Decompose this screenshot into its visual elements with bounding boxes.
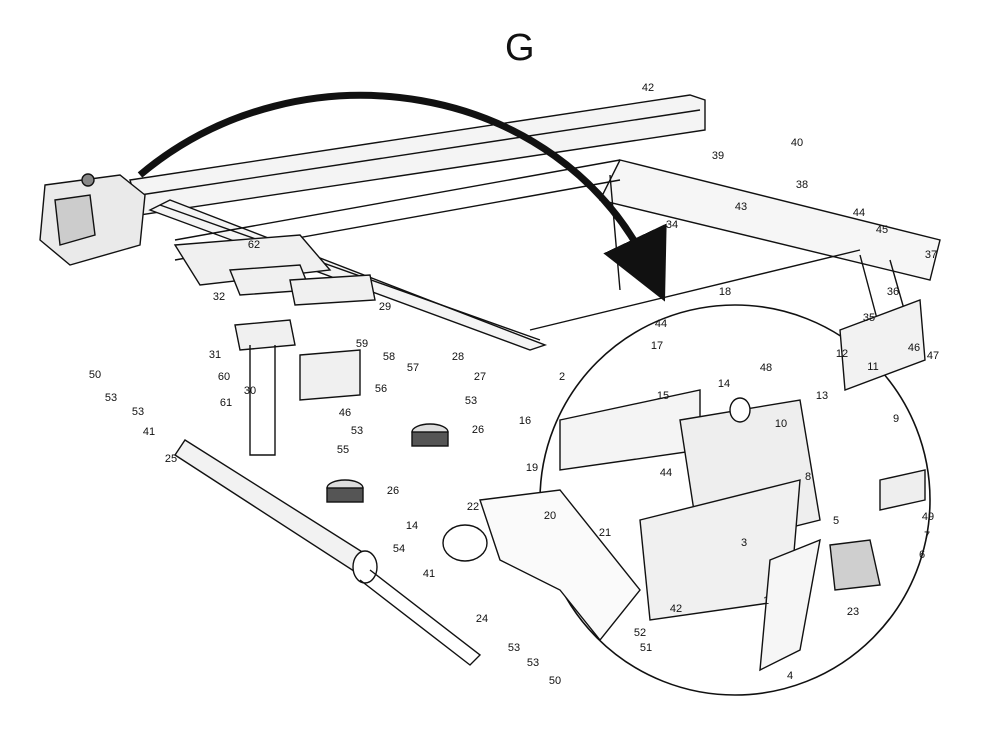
callout-48: 48 (759, 362, 773, 374)
callout-53-e: 53 (507, 642, 521, 654)
callout-29: 29 (378, 301, 392, 313)
callout-53-f: 53 (526, 657, 540, 669)
callout-30: 30 (243, 385, 257, 397)
callout-24: 24 (475, 613, 489, 625)
callout-5: 5 (832, 515, 840, 527)
callout-43: 43 (734, 201, 748, 213)
callout-31: 31 (208, 349, 222, 361)
callout-59: 59 (355, 338, 369, 350)
callout-25: 25 (164, 453, 178, 465)
callout-49: 49 (921, 511, 935, 523)
end-stop-block (39, 173, 146, 266)
callout-60: 60 (217, 371, 231, 383)
callout-42: 42 (641, 82, 655, 94)
callout-12: 12 (835, 348, 849, 360)
callout-9: 9 (892, 413, 900, 425)
callout-46: 46 (907, 342, 921, 354)
callout-50-upper: 50 (88, 369, 102, 381)
callout-4: 4 (786, 670, 794, 682)
callout-54: 54 (392, 543, 406, 555)
callout-37: 37 (924, 249, 938, 261)
callout-27: 27 (473, 371, 487, 383)
callout-56: 56 (374, 383, 388, 395)
callout-62: 62 (247, 239, 261, 251)
callout-57: 57 (406, 362, 420, 374)
callout-44-detail: 44 (654, 318, 668, 330)
callout-3: 3 (740, 537, 748, 549)
callout-22: 22 (466, 501, 480, 513)
callout-21: 21 (598, 527, 612, 539)
callout-44: 44 (852, 207, 866, 219)
callout-8: 8 (804, 471, 812, 483)
callout-41-upper: 41 (142, 426, 156, 438)
callout-34: 34 (665, 219, 679, 231)
callout-61: 61 (219, 397, 233, 409)
callout-55: 55 (336, 444, 350, 456)
callout-42-detail: 42 (669, 603, 683, 615)
roller-tube (174, 439, 482, 666)
callout-39: 39 (711, 150, 725, 162)
callout-15: 15 (656, 390, 670, 402)
callout-26-lower: 26 (386, 485, 400, 497)
callout-23: 23 (846, 606, 860, 618)
callout-50-lower: 50 (548, 675, 562, 687)
callout-53-d: 53 (350, 425, 364, 437)
transfer-arrow (137, 91, 667, 302)
callout-41-lower: 41 (422, 568, 436, 580)
callout-58: 58 (382, 351, 396, 363)
callout-10: 10 (774, 418, 788, 430)
callout-17: 17 (650, 340, 664, 352)
callout-35: 35 (862, 312, 876, 324)
callout-36: 36 (886, 286, 900, 298)
callout-53-c: 53 (464, 395, 478, 407)
callout-47: 47 (926, 350, 940, 362)
callout-14-detail: 14 (717, 378, 731, 390)
detail-view (442, 299, 931, 696)
callout-40: 40 (790, 137, 804, 149)
mounting-brackets (173, 234, 376, 456)
callout-13: 13 (815, 390, 829, 402)
callout-7: 7 (923, 530, 931, 542)
callout-53-b: 53 (131, 406, 145, 418)
callout-44-inner: 44 (659, 467, 673, 479)
callout-1: 1 (762, 595, 770, 607)
callout-14-left: 14 (405, 520, 419, 532)
callout-20: 20 (543, 510, 557, 522)
leveling-feet (326, 423, 449, 503)
callout-32: 32 (212, 291, 226, 303)
callout-6: 6 (918, 549, 926, 561)
callout-45: 45 (875, 224, 889, 236)
callout-46-lower: 46 (338, 407, 352, 419)
callout-52: 52 (633, 627, 647, 639)
callout-26-upper: 26 (471, 424, 485, 436)
callout-28: 28 (451, 351, 465, 363)
callout-11: 11 (867, 361, 879, 373)
callout-38: 38 (795, 179, 809, 191)
callout-18: 18 (718, 286, 732, 298)
diagram-title: G (505, 27, 535, 69)
sliding-rail (129, 94, 706, 351)
callout-2: 2 (558, 371, 566, 383)
callout-16: 16 (518, 415, 532, 427)
callout-51: 51 (639, 642, 653, 654)
callout-19: 19 (525, 462, 539, 474)
callout-53-a: 53 (104, 392, 118, 404)
